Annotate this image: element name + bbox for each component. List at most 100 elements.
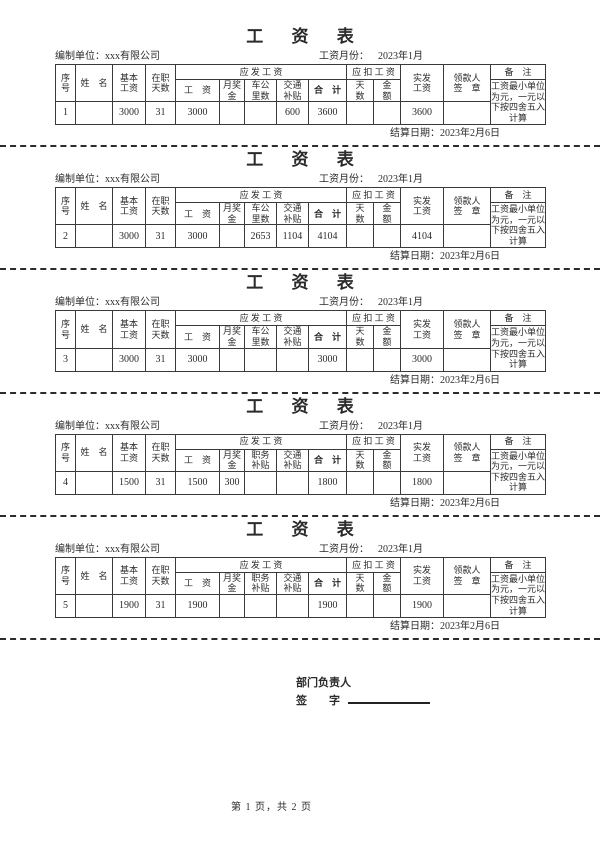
- cell-deduct-days: [346, 347, 375, 372]
- col-header-net-salary: 实发 工资: [400, 310, 445, 349]
- cell-deduct-days: [346, 594, 375, 619]
- cell-payee-sign: [443, 470, 492, 495]
- col-header-transport-subsidy: 交通 补贴: [276, 448, 309, 472]
- cell-name: [75, 347, 113, 372]
- cell-transport-subsidy: [276, 470, 309, 495]
- section-title: 工 资 表: [246, 396, 366, 416]
- col-header-remark: 备 注: [490, 556, 547, 573]
- cell-monthly-bonus: [219, 347, 245, 372]
- cell-base-salary: 1500: [112, 470, 146, 495]
- compiling-unit-label: 编制单位：: [55, 174, 105, 186]
- salary-table-section: 工 资 表 编制单位：xxx有限公司 工资月份：2023年1月 序 号 姓 名 …: [0, 147, 600, 271]
- cell-salary: 3000: [175, 101, 220, 126]
- cell-name: [75, 224, 113, 249]
- col-header-base-salary: 基本 工资: [112, 187, 146, 226]
- col-group-payable: 应 发 工 资: [174, 64, 348, 80]
- settlement-date-label: 结算日期：: [390, 497, 440, 509]
- cell-base-salary: 3000: [112, 101, 146, 126]
- col-header-remark: 备 注: [490, 310, 547, 327]
- cell-monthly-bonus: [219, 224, 245, 249]
- cell-net-salary: 3000: [400, 347, 445, 372]
- page-break-dashed-line: [0, 514, 600, 517]
- col-header-allowance3: 车公 里数: [244, 202, 277, 226]
- cell-seq: 3: [55, 347, 76, 372]
- compiling-unit-value: xxx有限公司: [105, 543, 160, 555]
- remark-note: 工资最小单位为元，一元以下按四舍五入计算: [490, 571, 547, 619]
- cell-total: 1900: [307, 594, 348, 619]
- col-header-seq: 序 号: [55, 310, 76, 349]
- remark-note: 工资最小单位为元，一元以下按四舍五入计算: [490, 78, 547, 126]
- col-header-salary: 工 资: [175, 571, 220, 596]
- settlement-date-label: 结算日期：: [390, 621, 440, 633]
- settlement-date-value: 2023年2月6日: [440, 251, 500, 263]
- salary-month-value: 2023年1月: [378, 297, 423, 309]
- col-header-seq: 序 号: [55, 556, 76, 596]
- cell-deduct-amount: [373, 347, 402, 372]
- col-header-payee-sign: 领款人 签 章: [443, 187, 492, 226]
- salary-table-section: 工 资 表 编制单位：xxx有限公司 工资月份：2023年1月 序 号 姓 名 …: [0, 24, 600, 148]
- cell-monthly-bonus: [219, 594, 245, 619]
- salary-table-section: 工 资 表 编制单位：xxx有限公司 工资月份：2023年1月 序 号 姓 名 …: [0, 270, 600, 394]
- col-header-days-employed: 在职 天数: [145, 187, 176, 226]
- salary-month-label: 工资月份：: [319, 297, 369, 309]
- compiling-unit-label: 编制单位：: [55, 297, 105, 309]
- col-header-allowance3: 职务 补贴: [244, 571, 277, 596]
- settlement-date: 结算日期：2023年2月6日: [55, 498, 545, 510]
- col-header-remark: 备 注: [490, 433, 547, 450]
- cell-net-salary: 1900: [400, 594, 445, 619]
- section-title: 工 资 表: [246, 27, 366, 46]
- col-header-payee-sign: 领款人 签 章: [443, 63, 492, 103]
- cell-monthly-bonus: 300: [219, 470, 245, 495]
- col-header-name: 姓 名: [75, 187, 113, 226]
- settlement-date-value: 2023年2月6日: [440, 128, 500, 140]
- settlement-date: 结算日期：2023年2月6日: [55, 251, 545, 263]
- col-header-monthly-bonus: 月奖金: [219, 448, 245, 472]
- col-header-deduct-amount: 金 额: [373, 571, 402, 596]
- settlement-date: 结算日期：2023年2月6日: [55, 375, 545, 387]
- col-group-deduction: 应 扣 工 资: [346, 64, 402, 80]
- col-header-seq: 序 号: [55, 187, 76, 226]
- cell-monthly-bonus: [219, 101, 245, 126]
- col-header-deduct-days: 天 数: [346, 78, 375, 103]
- col-header-base-salary: 基本 工资: [112, 310, 146, 349]
- salary-month-value: 2023年1月: [378, 174, 423, 186]
- col-header-deduct-days: 天 数: [346, 202, 375, 226]
- col-header-remark: 备 注: [490, 187, 547, 204]
- col-header-days-employed: 在职 天数: [145, 63, 176, 103]
- cell-base-salary: 1900: [112, 594, 146, 619]
- page-number: 第 1 页，共 2 页: [231, 802, 312, 814]
- compiling-unit-value: xxx有限公司: [105, 297, 160, 309]
- cell-name: [75, 594, 113, 619]
- col-header-salary: 工 资: [175, 325, 220, 349]
- salary-sections: 工 资 表 编制单位：xxx有限公司 工资月份：2023年1月 序 号 姓 名 …: [0, 24, 600, 641]
- section-meta: 编制单位：xxx有限公司 工资月份：2023年1月: [55, 50, 545, 63]
- settlement-date-label: 结算日期：: [390, 374, 440, 386]
- col-group-payable: 应 发 工 资: [174, 433, 348, 450]
- col-header-deduct-days: 天 数: [346, 571, 375, 596]
- cell-net-salary: 1800: [400, 470, 445, 495]
- cell-seq: 4: [55, 470, 76, 495]
- cell-salary: 1900: [175, 594, 220, 619]
- col-header-days-employed: 在职 天数: [145, 433, 176, 472]
- remark-note: 工资最小单位为元，一元以下按四舍五入计算: [490, 325, 547, 372]
- cell-payee-sign: [443, 594, 492, 619]
- col-header-transport-subsidy: 交通 补贴: [276, 78, 309, 103]
- cell-transport-subsidy: [276, 347, 309, 372]
- col-header-net-salary: 实发 工资: [400, 187, 445, 226]
- section-meta: 编制单位：xxx有限公司 工资月份：2023年1月: [55, 173, 545, 186]
- col-header-total: 合 计: [307, 448, 348, 472]
- col-group-deduction: 应 扣 工 资: [346, 187, 402, 204]
- col-header-name: 姓 名: [75, 63, 113, 103]
- col-header-transport-subsidy: 交通 补贴: [276, 202, 309, 226]
- col-header-deduct-days: 天 数: [346, 448, 375, 472]
- col-header-monthly-bonus: 月奖金: [219, 571, 245, 596]
- col-header-base-salary: 基本 工资: [112, 556, 146, 596]
- col-header-allowance3: 车公 里数: [244, 325, 277, 349]
- salary-month-label: 工资月份：: [319, 51, 369, 62]
- salary-month-value: 2023年1月: [378, 543, 423, 555]
- section-title: 工 资 表: [246, 519, 366, 539]
- cell-transport-subsidy: 600: [276, 101, 309, 126]
- page-break-dashed-line: [0, 145, 600, 148]
- salary-table-section: 工 资 表 编制单位：xxx有限公司 工资月份：2023年1月 序 号 姓 名 …: [0, 394, 600, 517]
